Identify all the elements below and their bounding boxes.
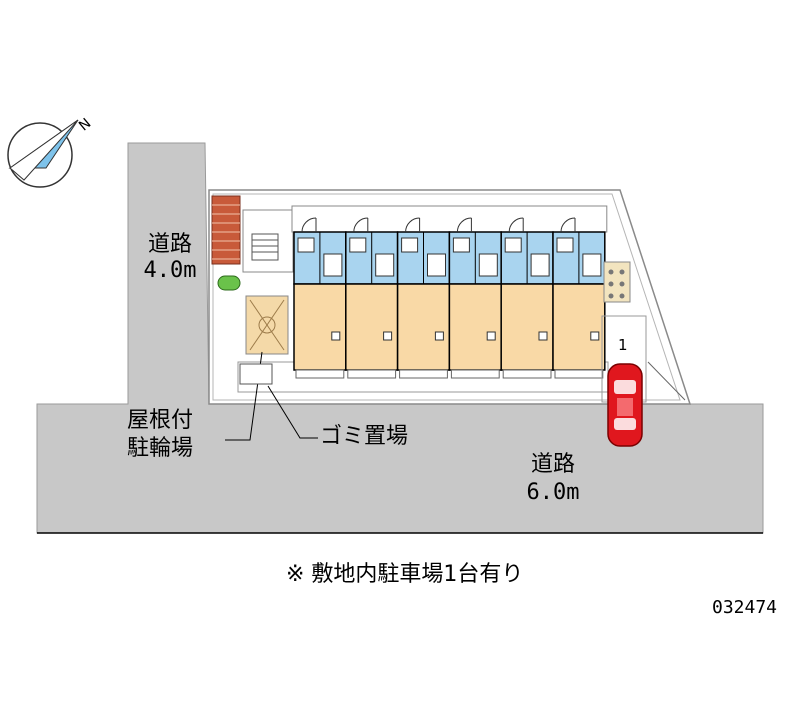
unit-bath bbox=[427, 253, 446, 277]
unit-door-swing bbox=[405, 217, 420, 233]
unit-door-swing bbox=[353, 217, 368, 233]
garbage-area bbox=[239, 363, 273, 385]
unit-door-swing bbox=[301, 217, 317, 233]
unit-door-swing bbox=[508, 217, 524, 233]
north-road-width: 4.0m bbox=[143, 258, 197, 283]
bike-parking-label-line1: 屋根付 bbox=[126, 408, 193, 433]
unit-sink bbox=[556, 237, 574, 253]
unit-room bbox=[396, 283, 451, 371]
parking-note: ※ 敷地内駐車場1台有り bbox=[286, 562, 524, 587]
unit-balcony bbox=[399, 369, 448, 379]
apartment-building bbox=[291, 205, 608, 379]
unit-sink bbox=[297, 237, 315, 253]
bike-parking-label-line2: 駐輪場 bbox=[126, 436, 193, 461]
unit-room bbox=[345, 283, 399, 371]
brick-wall bbox=[211, 195, 241, 265]
north-road-name: 道路 bbox=[147, 232, 192, 257]
unit-sink bbox=[452, 237, 470, 253]
unit-balcony bbox=[502, 369, 552, 379]
south-road-width: 6.0m bbox=[526, 480, 580, 505]
unit-bath bbox=[375, 253, 395, 277]
property-id: 032474 bbox=[712, 597, 778, 618]
unit-fixture bbox=[383, 331, 393, 341]
unit-sink bbox=[504, 237, 522, 253]
unit-bath bbox=[530, 253, 550, 277]
unit-bath bbox=[323, 253, 343, 277]
unit-bath bbox=[582, 253, 602, 277]
unit-door-swing bbox=[456, 217, 472, 233]
unit-balcony bbox=[450, 369, 500, 379]
unit-fixture bbox=[538, 331, 548, 341]
car-icon bbox=[607, 363, 643, 447]
garbage-leader bbox=[267, 385, 318, 439]
stair-icon bbox=[251, 233, 279, 261]
unit-room bbox=[552, 283, 606, 371]
unit-balcony bbox=[554, 369, 604, 379]
upper-corridor bbox=[291, 205, 608, 233]
shrub bbox=[217, 275, 241, 291]
unit-balcony bbox=[347, 369, 397, 379]
parking-slot-number: 1 bbox=[618, 336, 628, 354]
unit-bath bbox=[478, 253, 498, 277]
south-road-name: 道路 bbox=[530, 452, 575, 477]
site-inner-border bbox=[212, 193, 681, 401]
unit-fixture bbox=[486, 331, 496, 341]
meter-icons bbox=[608, 269, 625, 299]
unit-fixture bbox=[434, 331, 444, 341]
unit-room bbox=[500, 283, 554, 371]
gate-line bbox=[647, 361, 686, 401]
unit-balcony bbox=[295, 369, 345, 379]
unit-room bbox=[293, 283, 347, 371]
unit-door-swing bbox=[560, 217, 576, 233]
unit-fixture bbox=[331, 331, 341, 341]
unit-room bbox=[448, 283, 502, 371]
meter-area bbox=[603, 261, 631, 303]
garbage-area-label: ゴミ置場 bbox=[320, 424, 409, 449]
north-compass-icon bbox=[7, 119, 79, 188]
unit-fixture bbox=[590, 331, 600, 341]
unit-sink bbox=[349, 237, 367, 253]
bike-parking-icon bbox=[249, 299, 285, 351]
unit-sink bbox=[401, 237, 419, 253]
